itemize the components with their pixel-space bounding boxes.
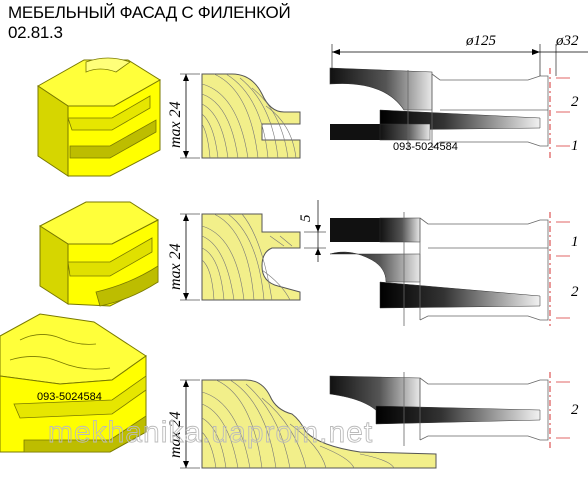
bore-label: ø32	[555, 33, 579, 49]
cutter-mark-row3	[556, 381, 570, 439]
max24-label-row3: max 24	[167, 411, 184, 458]
product-code: 02.81.3	[8, 23, 63, 42]
label-2-row2: 2	[571, 284, 579, 300]
groove-label: 5	[298, 214, 314, 222]
phone-row1: 093-5024584	[393, 141, 458, 153]
diagram-title: МЕБЕЛЬНЫЙ ФАСАД С ФИЛЕНКОЙ	[8, 3, 291, 22]
block-3d-row3	[0, 313, 147, 453]
label-1-row2: 1	[571, 234, 579, 250]
cutter-mark-row2	[556, 221, 570, 319]
cutter-lower-row2	[329, 251, 421, 283]
cutter-lower-row1	[330, 123, 431, 141]
label-1-row1: 1	[571, 138, 579, 154]
cutter-blade-row3	[375, 405, 541, 425]
dim-diameter	[331, 44, 588, 76]
cutter-mark-row1	[556, 77, 570, 147]
wood-profile-row2	[201, 213, 301, 301]
block-3d-row1	[37, 57, 161, 177]
max24-label-row2: max 24	[167, 243, 184, 290]
dim-max24-row3	[180, 379, 200, 469]
wood-profile-row1	[201, 73, 301, 159]
arbor-row3	[403, 372, 549, 446]
diameter-label: ø125	[465, 33, 497, 49]
dim-groove-5	[304, 200, 326, 262]
label-2-row3: 2	[571, 402, 579, 418]
cutter-upper-row1	[329, 67, 433, 111]
label-2-row1: 2	[571, 94, 579, 110]
max24-label-row1: max 24	[167, 101, 184, 148]
watermark: mekhanika.uaprom.net	[48, 416, 373, 449]
cutter-upper-row2	[330, 217, 421, 243]
phone-row3: 093-5024584	[37, 391, 102, 403]
dim-max24-row2	[180, 213, 200, 301]
dim-max24-row1	[180, 73, 200, 159]
wood-profile-row3	[201, 379, 437, 469]
arbor-row1	[407, 70, 549, 150]
block-3d-row2	[39, 201, 159, 307]
arbor-row2	[403, 212, 549, 326]
